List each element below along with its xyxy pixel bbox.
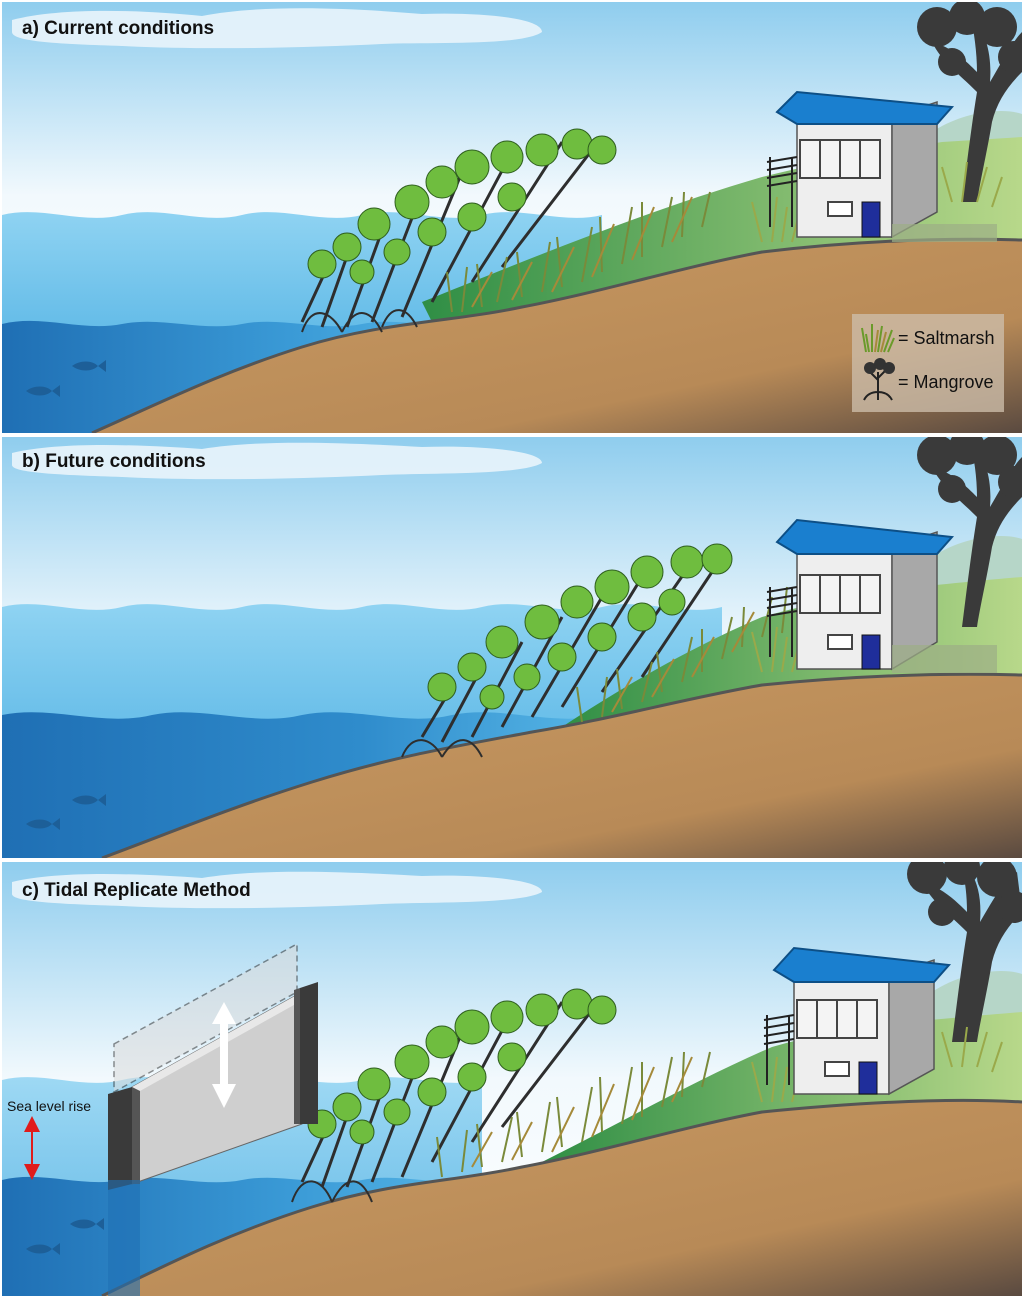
fish-icon	[26, 385, 60, 397]
sea-level-rise-label: Sea level rise	[7, 1098, 92, 1114]
panel-title-b: b) Future conditions	[22, 451, 206, 472]
fish-icon	[70, 1218, 104, 1230]
mangrove-icon	[300, 128, 617, 333]
mangrove-icon	[863, 358, 895, 401]
fish-icon	[72, 360, 106, 372]
saltmarsh-icon	[751, 626, 803, 673]
saltmarsh-icon	[861, 324, 895, 353]
fish-icon	[26, 818, 60, 830]
house-icon	[766, 518, 997, 673]
panel-future-conditions: b) Future conditions	[2, 437, 1022, 858]
tree-icon	[907, 862, 1022, 1042]
mangrove-icon	[291, 988, 617, 1203]
legend-mangrove-label: = Mangrove	[898, 372, 994, 392]
saltmarsh-icon	[576, 586, 788, 723]
panel-title-c: c) Tidal Replicate Method	[22, 880, 251, 901]
fish-icon	[72, 794, 106, 806]
panel-b-scene	[2, 437, 1022, 858]
panel-a-scene	[2, 2, 1022, 433]
tree-icon	[917, 2, 1022, 202]
saltmarsh-icon	[446, 191, 711, 313]
fish-icon	[26, 1243, 60, 1255]
house-icon	[766, 90, 997, 242]
panel-c-scene	[2, 862, 1022, 1296]
legend-row-mangrove: = Mangrove	[852, 358, 1004, 408]
legend-row-saltmarsh: = Saltmarsh	[852, 316, 1004, 362]
house-icon	[763, 946, 952, 1096]
panel-title-a: a) Current conditions	[22, 18, 215, 39]
double-arrow-icon	[212, 1002, 236, 1108]
legend: = Saltmarsh = Mangrove	[852, 314, 1004, 412]
mangrove-icon	[401, 543, 733, 758]
panel-current-conditions: a) Current conditions = Saltmarsh = Mang…	[2, 2, 1022, 433]
tree-icon	[917, 437, 1022, 627]
saltmarsh-icon	[436, 1051, 711, 1178]
legend-saltmarsh-label: = Saltmarsh	[898, 328, 995, 348]
panel-tidal-replicate-method: c) Tidal Replicate Method Sea level rise	[2, 862, 1022, 1296]
